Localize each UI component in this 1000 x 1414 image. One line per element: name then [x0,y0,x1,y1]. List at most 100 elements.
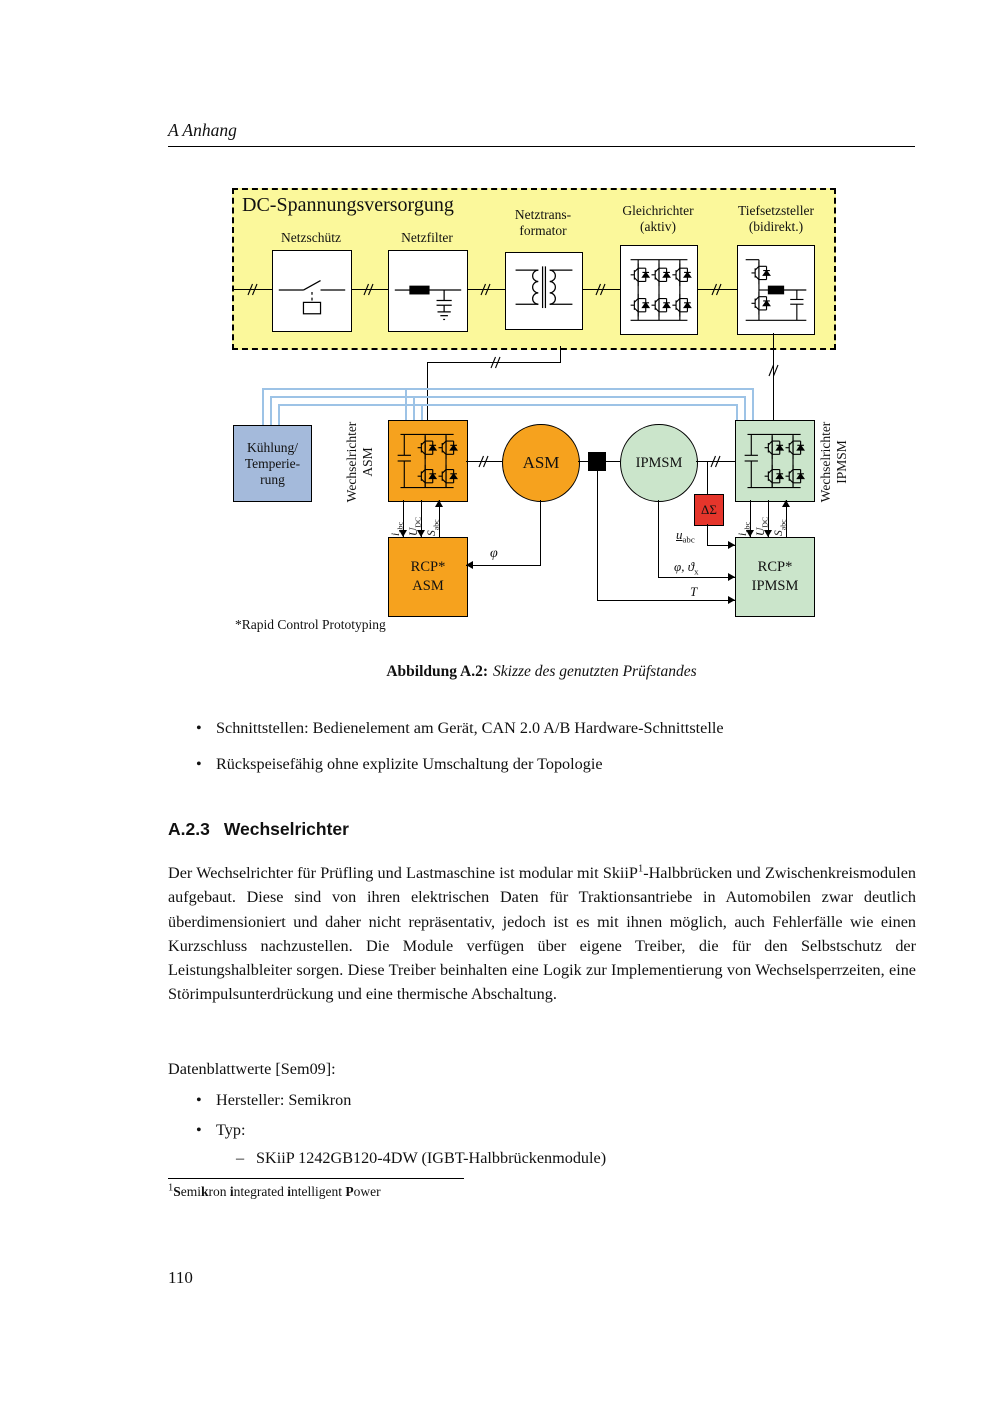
header-rule [168,146,915,148]
footnote-ref: 1 [637,863,644,875]
wire [581,289,620,291]
wire [540,500,542,565]
gleichrichter-box [620,245,698,335]
signal-label-u-dc: UDC [408,516,423,536]
tiefsetzsteller-box [737,245,815,335]
transformer-symbol [515,266,573,309]
inverter-bridge-symbol [744,433,805,489]
bullet-subitem: –SKiiP 1242GB120-4DW (IGBT-Halbbrückenmo… [236,1149,606,1168]
signal-bus-wire [278,404,736,406]
wire [786,500,788,537]
wire [427,362,561,364]
wire [439,500,441,537]
ipmsm-machine: IPMSM [620,424,698,502]
figure-note: *Rapid Control Prototyping [235,617,386,632]
buck-converter-symbol [745,259,807,321]
kuehlung-box: Kühlung/ Temperie- rung [233,425,312,502]
signal-bus-wire [270,396,744,398]
active-rectifier-bridge-symbol [630,259,692,321]
footnote-rule [168,1178,464,1180]
arrowhead [466,561,473,569]
phase-break-marker-icon [478,455,489,468]
signal-bus-wire [752,388,754,420]
footnote: 1Semikron integrated intelligent Power [168,1182,381,1199]
wire [466,461,502,463]
figure-caption: Abbildung A.2:Skizze des genutzten Prüfs… [168,663,915,681]
bullet-text: Typ: [216,1121,246,1139]
body-paragraph: Der Wechselrichter für Prüfling und Last… [168,863,916,1004]
asm-machine: ASM [502,424,580,502]
wire [350,289,388,291]
wire [696,461,735,463]
bullet-marker: • [196,719,202,737]
wire [427,362,429,420]
phase-break-marker-icon [768,364,779,377]
signal-bus-wire [744,396,746,420]
wire [597,600,735,602]
wire [466,565,541,567]
wire [773,333,775,420]
arrowhead [728,596,735,604]
rcp-ipmsm-box: RCP* IPMSM [735,537,815,617]
netztransformator-box [505,252,583,330]
signal-label-i-abc: iabc [737,521,752,536]
line-filter-symbol [394,285,462,321]
signal-label-phi: φ [490,546,498,561]
label-wechselrichter-ipmsm: Wechselrichter IPMSM [818,421,849,503]
wire [658,577,735,579]
wire [597,471,599,600]
section-title: Wechselrichter [223,819,349,839]
label-netzfilter: Netzfilter [401,230,453,245]
signal-label-i-abc: iabc [390,521,405,536]
bullet-text: Schnittstellen: Bedienelement am Gerät, … [216,719,724,737]
arrowhead [417,530,425,537]
wire [696,289,737,291]
phase-break-marker-icon [490,356,501,369]
arrowhead [764,530,772,537]
arrowhead [746,530,754,537]
bullet-marker: • [196,1091,202,1109]
phase-break-marker-icon [711,283,722,296]
shaft-coupling-block [588,452,606,471]
bullet-marker: • [196,755,202,773]
wire [768,500,770,537]
signal-label-s-abc: Sabc [426,519,441,536]
bullet-marker: • [196,1121,202,1139]
arrowhead [728,541,735,549]
wire [750,500,752,537]
label-tiefsetzsteller: Tiefsetzsteller (bidirekt.) [738,203,814,234]
caption-label: Abbildung A.2: [386,663,489,680]
phase-break-marker-icon [363,283,374,296]
wire [707,461,709,494]
signal-label-phi-theta: φ, ϑx [674,559,699,577]
signal-label-u-abc: uabc [676,527,695,545]
dash-marker: – [236,1149,245,1167]
section-number: A.2.3 [168,819,210,839]
running-header: A Anhang [168,120,237,140]
wire [707,524,709,546]
arrowhead [782,500,790,507]
dc-supply-title: DC-Spannungsversorgung [242,194,454,216]
bullet-item: •Hersteller: Semikron [196,1091,351,1110]
signal-bus-wire [736,404,738,420]
label-netzschuetz: Netzschütz [281,230,341,245]
rcp-asm-box: RCP* ASM [388,537,468,617]
arrowhead [399,530,407,537]
signal-bus-wire [413,396,415,420]
label-wechselrichter-asm: Wechselrichter ASM [344,421,375,503]
section-heading: A.2.3 Wechselrichter [168,819,349,840]
label-netztransformator: Netztrans- formator [514,207,572,238]
wire [421,500,423,537]
signal-bus-wire [262,388,752,390]
arrowhead [728,573,735,581]
contactor-symbol [278,280,346,315]
signal-label-s-abc: Sabc [773,519,788,536]
wire [707,545,735,547]
bullet-text: Rückspeisefähig ohne explizite Umschaltu… [216,755,603,773]
phase-break-marker-icon [480,283,491,296]
wire [232,289,272,291]
signal-bus-wire [421,404,423,420]
wire [466,289,505,291]
arrowhead [435,500,443,507]
datasheet-intro: Datenblattwerte [Sem09]: [168,1060,336,1078]
